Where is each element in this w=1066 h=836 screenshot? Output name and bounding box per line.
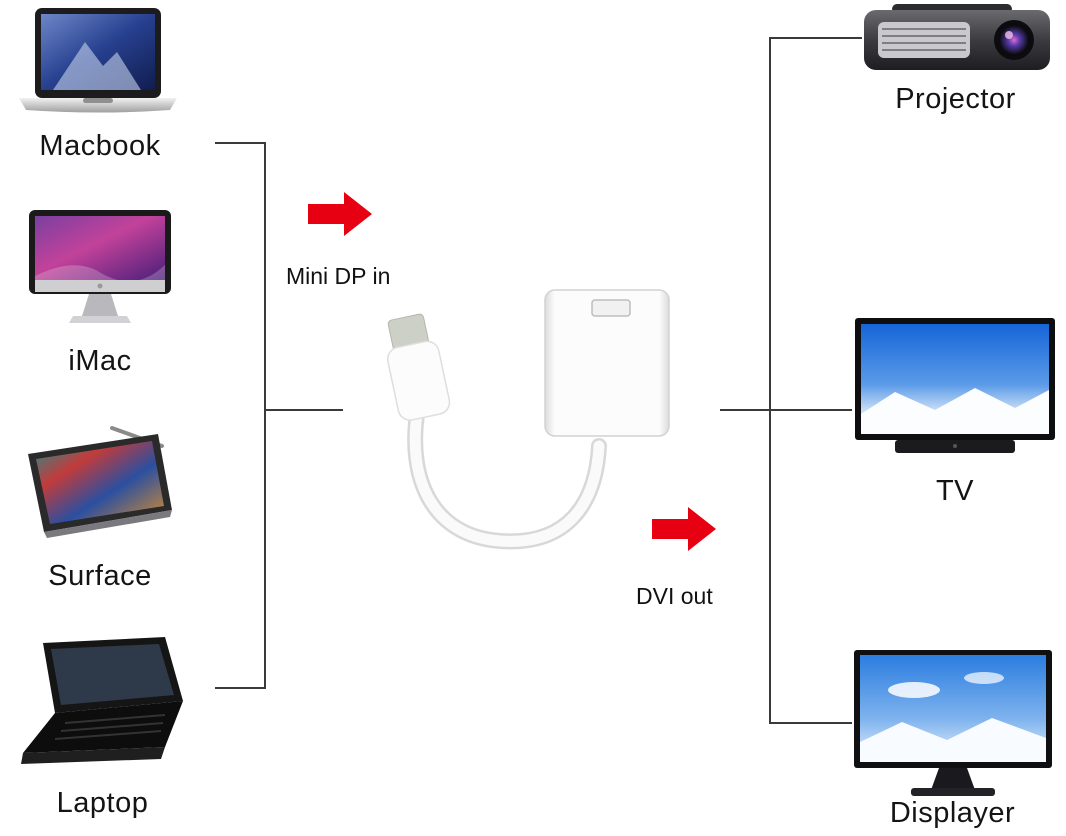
displayer-illustration — [854, 650, 1052, 796]
tv-illustration — [855, 318, 1055, 453]
macbook-illustration — [19, 8, 177, 113]
projector-illustration — [864, 4, 1050, 70]
laptop-illustration — [21, 637, 183, 764]
imac-illustration — [29, 210, 171, 323]
projector-label: Projector — [895, 83, 1016, 115]
dvi-adapter-housing — [544, 289, 670, 437]
right-devices-connector-line — [769, 37, 862, 724]
left-devices-connector-line — [215, 142, 266, 689]
displayer-label: Displayer — [889, 797, 1016, 829]
adapter-illustration — [386, 289, 670, 550]
surface-illustration — [28, 426, 172, 538]
laptop-label: Laptop — [56, 787, 149, 819]
imac-label: iMac — [68, 345, 132, 377]
mini-dp-plug — [386, 313, 451, 421]
dvi-port-slot — [591, 299, 631, 317]
mini-dp-in-arrow-icon — [308, 192, 372, 236]
surface-label: Surface — [48, 560, 152, 592]
dvi-out-arrow-icon — [652, 507, 716, 551]
mini-dp-in-label: Mini DP in — [286, 263, 391, 289]
tv-label: TV — [935, 475, 975, 507]
dvi-out-label: DVI out — [636, 583, 713, 609]
macbook-label: Macbook — [39, 130, 161, 162]
